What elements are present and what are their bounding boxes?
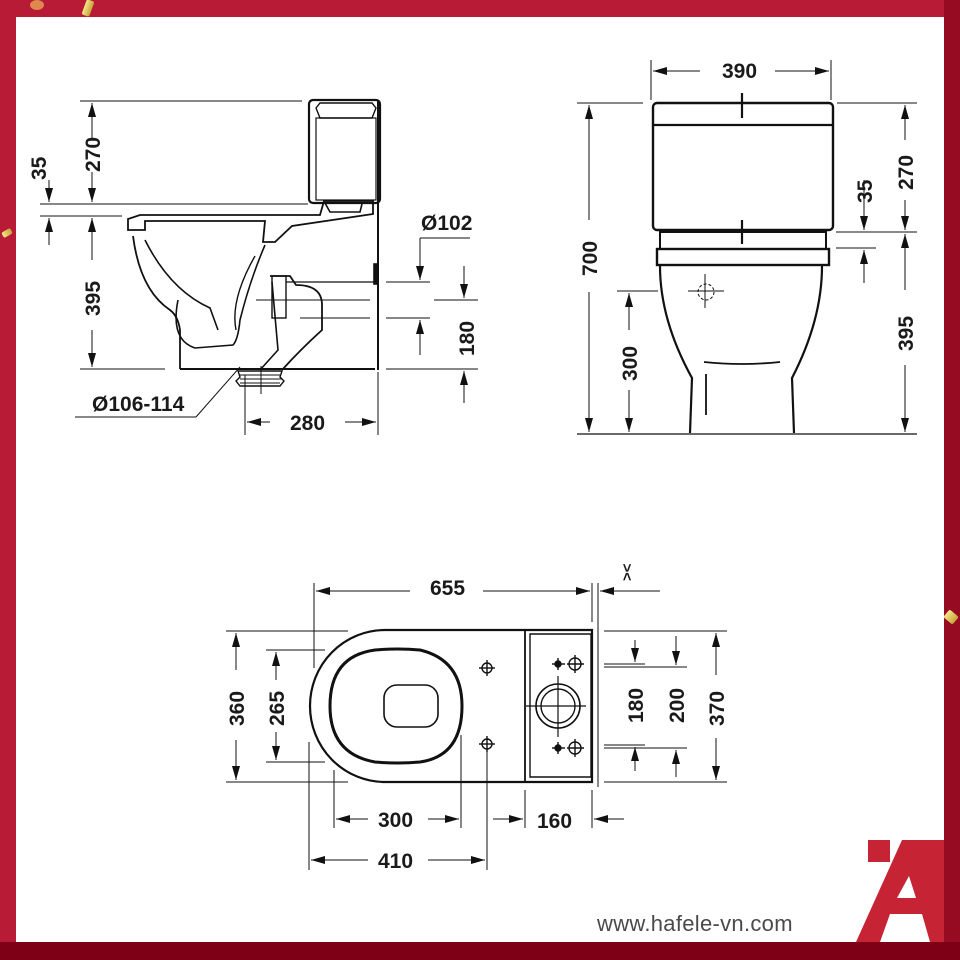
dim-top-total-length: 655 [430,577,465,600]
front-view [577,60,917,435]
dim-top-seat-opening: 265 [266,691,289,726]
dim-top-tank-depth: 160 [537,810,572,833]
dim-outlet-diameter: Ø106-114 [92,393,185,416]
frame-border-top [0,0,960,17]
drawing-canvas [16,17,944,942]
frame-border-bottom [0,942,960,960]
dim-top-tank-holes: 180 [625,688,648,723]
website-watermark: www.hafele-vn.com [597,911,793,936]
dim-outlet-height: 180 [456,321,479,356]
dim-inlet-diameter: Ø102 [421,212,472,235]
dim-outlet-distance: 280 [290,412,325,435]
dim-top-gap-symbol: >< [619,563,636,581]
top-view-labels: 655 >< 360 265 180 200 370 300 160 410 [226,563,729,873]
dim-front-seat-height: 395 [895,316,918,351]
side-view-labels: 270 35 395 Ø102 180 Ø106-114 280 [28,137,479,435]
side-view [40,98,478,435]
frame-border-left [0,0,16,960]
dim-front-lid-offset: 35 [854,179,877,203]
confetti-decoration [30,0,44,10]
hafele-logo-icon [856,840,944,942]
dim-top-fixing-distance: 300 [378,809,413,832]
dim-side-lid-offset: 35 [28,156,51,180]
dim-front-width: 390 [722,60,757,83]
dim-side-seat-height: 395 [82,281,105,316]
dim-top-bowl-width: 360 [226,691,249,726]
front-view-labels: 390 700 300 270 35 395 [579,60,918,381]
dim-front-total-height: 700 [579,241,602,276]
top-view [226,583,727,870]
frame-border-right [944,0,960,960]
dim-side-tank-height: 270 [82,137,105,172]
dim-top-fixing-to-front: 410 [378,850,413,873]
dim-front-fixing-height: 300 [619,346,642,381]
dim-top-tank-holes-outer: 200 [666,688,689,723]
dim-front-tank-height: 270 [895,155,918,190]
dim-top-tank-width: 370 [706,691,729,726]
